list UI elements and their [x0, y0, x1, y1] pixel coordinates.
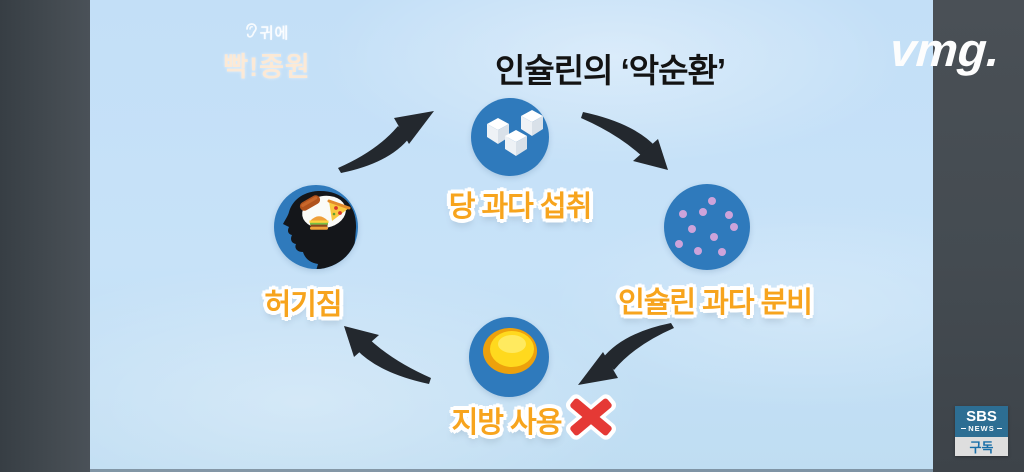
- insulin-node: [664, 184, 750, 270]
- hunger-node: [274, 185, 358, 269]
- burger-icon: [309, 216, 329, 230]
- watermark-line2: 빡!종원: [223, 52, 311, 82]
- watermark-line1: 귀에: [259, 25, 290, 42]
- hunger-label: 허기짐: [264, 289, 342, 321]
- red-x-icon: [564, 392, 618, 447]
- sbs-brand-text: SBS: [966, 408, 997, 425]
- sbs-news-text: NEWS: [961, 424, 1002, 433]
- sugar-cubes-icon: [487, 110, 543, 156]
- left-letterbox-bar: [0, 0, 90, 472]
- sugar-label: 당 과다 섭취: [448, 191, 593, 223]
- hungry-head-icon: [283, 190, 357, 269]
- sugar-node: [471, 98, 549, 176]
- vmg-logo: vmg.: [888, 23, 1002, 76]
- insulin-label: 인슐린 과다 분비: [618, 287, 813, 319]
- subscribe-button[interactable]: 구독: [955, 437, 1008, 456]
- sbs-subscribe-badge[interactable]: SBS NEWS 구독: [955, 406, 1008, 456]
- right-letterbox-bar: [933, 0, 1024, 472]
- broadcast-graphic-area: 귀에 빡!종원 vmg. 인슐린의 ‘악순환’: [90, 0, 1002, 472]
- fat-label-group: 지방 사용: [410, 392, 660, 447]
- fat-node: [469, 317, 549, 397]
- sausage-icon: [299, 195, 321, 211]
- page-title: 인슐린의 ‘악순환’: [494, 52, 726, 89]
- insulin-dots-icon: [675, 197, 738, 256]
- sbs-logo: SBS NEWS: [955, 406, 1008, 437]
- pizza-icon: [327, 199, 351, 221]
- fat-droplet-icon: [483, 328, 537, 374]
- fat-label: 지방 사용: [451, 406, 563, 439]
- ear-icon: [245, 23, 257, 42]
- show-watermark-logo: 귀에 빡!종원: [202, 22, 332, 84]
